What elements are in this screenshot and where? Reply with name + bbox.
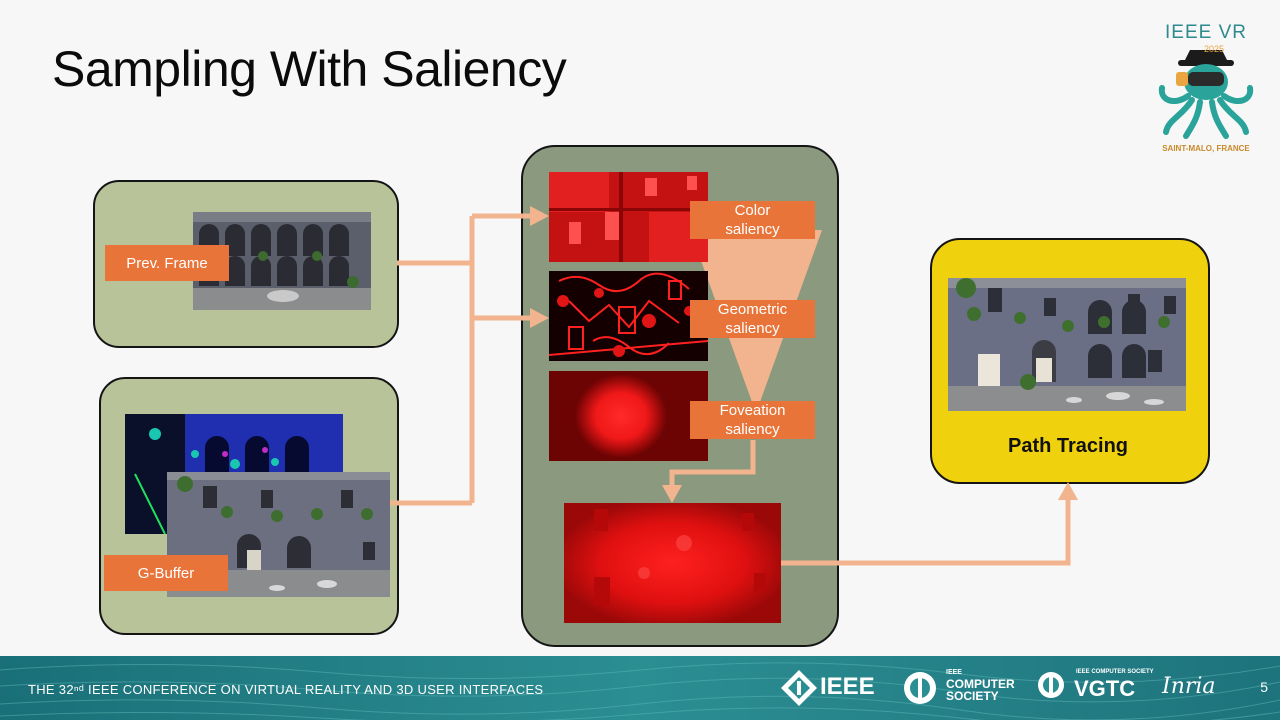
computer-society-icon	[904, 672, 936, 704]
vgtc-icon	[1038, 672, 1064, 698]
combined-saliency-map	[564, 503, 781, 623]
slide-title: Sampling With Saliency	[52, 41, 567, 97]
foveation-saliency-label: Foveation saliency	[690, 401, 815, 439]
page-number: 5	[1260, 679, 1268, 695]
ieee-vr-logo: IEEE VR 2025 SAINT-MALO, FRANCE	[1148, 18, 1264, 160]
arrow-head-geometric	[530, 308, 549, 328]
computer-society-text: COMPUTER SOCIETY	[946, 677, 1015, 703]
computer-society-small-text: IEEE	[946, 669, 962, 676]
ieee-logo-text: IEEE	[820, 673, 875, 700]
ieee-vr-logo-year: 2025	[1204, 44, 1225, 54]
prev-frame-label: Prev. Frame	[105, 245, 229, 281]
footer-conference-text: THE 32ⁿᵈ IEEE CONFERENCE ON VIRTUAL REAL…	[28, 682, 544, 697]
footer-banner: THE 32ⁿᵈ IEEE CONFERENCE ON VIRTUAL REAL…	[0, 656, 1280, 720]
ieee-diamond-icon	[781, 670, 817, 706]
geometric-saliency-label: Geometric saliency	[690, 300, 815, 338]
footer-wave-background	[0, 656, 1280, 720]
arrow-head-combined	[662, 485, 682, 503]
octopus-mascot-icon	[1158, 50, 1254, 139]
gbuffer-label: G-Buffer	[104, 555, 228, 591]
vgtc-small-text: IEEE COMPUTER SOCIETY	[1076, 669, 1154, 675]
foveation-saliency-map	[549, 371, 708, 461]
inria-logo-text: Inria	[1162, 674, 1216, 699]
geometric-saliency-map	[549, 271, 708, 361]
path-tracing-image	[948, 278, 1186, 411]
ieee-vr-logo-title: IEEE VR	[1165, 22, 1247, 43]
path-tracing-label: Path Tracing	[1007, 435, 1129, 457]
color-saliency-map	[549, 172, 708, 262]
vgtc-logo-text: VGTC	[1074, 676, 1136, 701]
ieee-vr-logo-location: SAINT-MALO, FRANCE	[1162, 144, 1250, 153]
color-saliency-label: Color saliency	[690, 201, 815, 239]
arrow-head-color	[530, 206, 549, 226]
arrow-head-path-tracing	[1058, 482, 1078, 500]
